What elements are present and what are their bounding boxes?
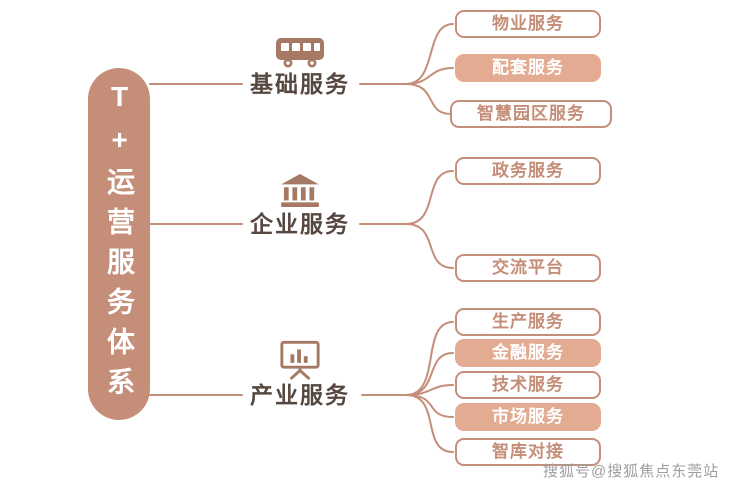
branch-enterprise-services: 企业服务 [250,211,350,237]
leaf-production-service: 生产服务 [455,308,601,336]
leaf-technology-service: 技术服务 [455,371,601,399]
leaf-supporting-service: 配套服务 [455,54,601,82]
leaf-government-service: 政务服务 [455,157,601,185]
presentation-board-icon [279,340,321,380]
branch-basic-services: 基础服务 [250,71,350,97]
leaf-smart-park-service: 智慧园区服务 [450,100,612,128]
bus-icon [275,36,325,68]
leaf-market-service: 市场服务 [455,403,601,431]
leaf-exchange-platform: 交流平台 [455,254,601,282]
leaf-finance-service: 金融服务 [455,339,601,367]
bank-icon [279,174,321,208]
leaf-property-service: 物业服务 [455,10,601,38]
leaf-thinktank-service: 智库对接 [455,438,601,466]
root-label: T+运营服务体系 [104,81,135,407]
watermark: 搜狐号@搜狐焦点东莞站 [543,463,720,480]
branch-industry-services: 产业服务 [250,382,350,408]
root-node: T+运营服务体系 [88,68,150,420]
